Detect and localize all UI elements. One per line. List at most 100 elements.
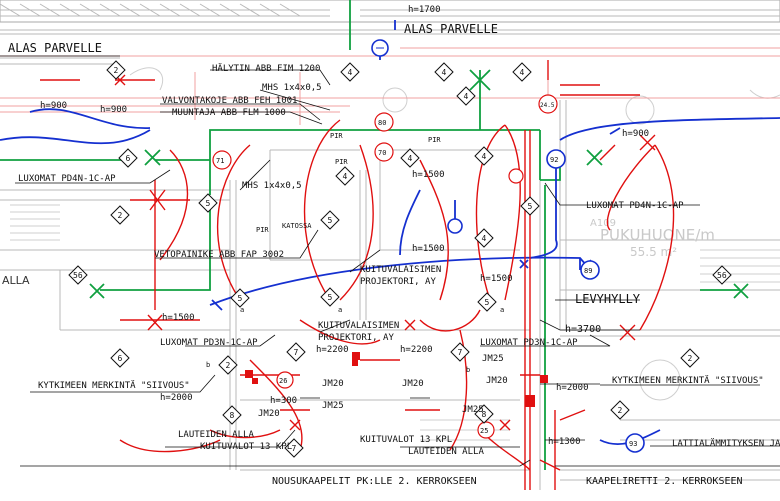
tag-80: 80: [374, 112, 394, 132]
label-vetopainike: VETOPAINIKE ABB FAP 3002: [154, 250, 284, 260]
diamond-tag-label: 5: [528, 202, 533, 211]
diamond-tag-label: 7: [292, 444, 297, 453]
label-kuituvalot-right: KUITUVALOT 13 KPL: [360, 435, 452, 445]
detector-symbol: [447, 218, 463, 234]
diamond-tag-label: 5: [328, 216, 333, 225]
diamond-tag-label: 8: [230, 411, 235, 420]
label-halytin: HÄLYTIN ABB FIM 1200: [212, 63, 320, 74]
diamond-tag-label: 2: [118, 211, 123, 220]
label-lauteiden-right: LAUTEIDEN ALLA: [408, 447, 484, 457]
diamond-tag-label: 4: [482, 234, 487, 243]
diamond-tag-label: 4: [482, 152, 487, 161]
diamond-tag-label: 2: [618, 406, 623, 415]
diamond-tag-label: 2: [688, 354, 693, 363]
label-h1500-d: h=1500: [162, 313, 195, 323]
diamond-tag: 5: [477, 292, 497, 312]
label-luxomat-pd3n-right: LUXOMAT PD3N-1C-AP: [480, 338, 578, 348]
diamond-tag: 4: [434, 62, 454, 82]
label-h3700: h=3700: [565, 324, 601, 335]
label-kuituvalaisimen-top-1: KUITUVALAISIMEN: [360, 265, 441, 275]
detector-symbol: [508, 168, 524, 184]
tag-26: 26: [276, 371, 294, 389]
diamond-tag-label: 5: [485, 298, 490, 307]
tag-24: 24.5: [538, 94, 558, 114]
diamond-tag: 5: [520, 196, 540, 216]
diamond-tag: 2: [106, 60, 126, 80]
diamond-tag: 4: [340, 62, 360, 82]
label-h2000-right: h=2000: [556, 383, 589, 393]
green-wiring: [0, 0, 749, 470]
label-h1500-b: h=1500: [412, 244, 445, 254]
junction-box: [245, 370, 253, 378]
tag-71: 71: [212, 150, 232, 170]
svg-text:89: 89: [584, 267, 592, 275]
label-kytkimeen-left: KYTKIMEEN MERKINTÄ "SIIVOUS": [38, 380, 190, 391]
label-h1300: h=1300: [548, 437, 581, 447]
diamond-tag: 8: [474, 404, 494, 424]
label-muuntaja: MUUNTAJA ABB FLM 1000: [172, 108, 286, 118]
label-jm25-a: JM25: [482, 354, 504, 364]
label-pir-1: PIR: [330, 132, 343, 140]
room-name-bg: PUKUHUONE/m: [600, 226, 715, 244]
junction-box: [352, 352, 360, 360]
diamond-tag-label: 4: [343, 172, 348, 181]
label-h900-a: h=900: [40, 101, 67, 111]
diamond-tag: 56: [712, 265, 732, 285]
svg-text:92: 92: [550, 156, 558, 164]
diamond-tag-label: 7: [458, 348, 463, 357]
diamond-tag-label: 2: [114, 66, 119, 75]
label-b-left: b: [206, 361, 210, 369]
label-pir-3: PIR: [428, 136, 441, 144]
diamond-tag: 7: [286, 342, 306, 362]
junction-box: [540, 375, 548, 383]
label-jm20-a: JM20: [322, 379, 344, 389]
diamond-tag: 4: [474, 228, 494, 248]
diamond-tag: 2: [218, 355, 238, 375]
diamond-tag-label: 5: [238, 294, 243, 303]
diamond-tag-label: 56: [717, 271, 727, 280]
diamond-tag: 5: [320, 287, 340, 307]
svg-text:93: 93: [629, 440, 637, 448]
diamond-tag: 2: [680, 348, 700, 368]
svg-text:24.5: 24.5: [540, 102, 555, 109]
circle-tags: 80 70 71 26 25 24.5 92 89 93: [212, 39, 645, 453]
label-jm20-b: JM20: [402, 379, 424, 389]
label-lattialammitys: LATTIALÄMMITYKSEN JAK: [672, 438, 780, 449]
label-mhs-mid: MHS 1x4x0,5: [242, 181, 302, 191]
detector-symbol: [371, 39, 389, 57]
label-h2200-a: h=2200: [316, 345, 349, 355]
leader-lines: [0, 55, 780, 467]
label-kaapeliretti: KAAPELIRETTI 2. KERROKSEEN: [586, 476, 743, 487]
label-jm25-b: JM25: [322, 401, 344, 411]
label-a-left: a: [240, 306, 244, 314]
diamond-tag-label: 6: [118, 354, 123, 363]
label-h300: h=300: [270, 396, 297, 406]
label-a-mid: a: [338, 306, 342, 314]
diamond-tag: 7: [284, 438, 304, 458]
label-levyhylly: LEVYHYLLY: [575, 292, 641, 306]
svg-text:25: 25: [480, 427, 488, 435]
architecture-walls: [0, 0, 780, 490]
diamond-tag: 7: [450, 342, 470, 362]
label-h1700: h=1700: [408, 5, 441, 15]
diamond-tag: 4: [400, 148, 420, 168]
svg-text:70: 70: [378, 149, 386, 157]
diamond-tag: 2: [610, 400, 630, 420]
label-pir-4: PIR: [256, 226, 269, 234]
tag-92: 92: [546, 149, 566, 169]
label-kuituvalot-left: KUITUVALOT 13 KPL: [200, 442, 292, 452]
svg-text:80: 80: [378, 119, 386, 127]
label-jm20-c: JM20: [258, 409, 280, 419]
diamond-tag-label: 4: [408, 154, 413, 163]
diamond-tag-label: 2: [226, 361, 231, 370]
label-h1500-c: h=1500: [480, 274, 513, 284]
label-pir-2: PIR: [335, 158, 348, 166]
diamond-tag-label: 5: [206, 199, 211, 208]
diamond-tag-label: 4: [348, 68, 353, 77]
diamond-tag: 6: [118, 148, 138, 168]
room-area-bg: 55.5 m²: [630, 245, 677, 259]
diamond-tag-label: 6: [126, 154, 131, 163]
diamond-tag-label: 56: [73, 271, 83, 280]
junction-box: [525, 395, 535, 407]
